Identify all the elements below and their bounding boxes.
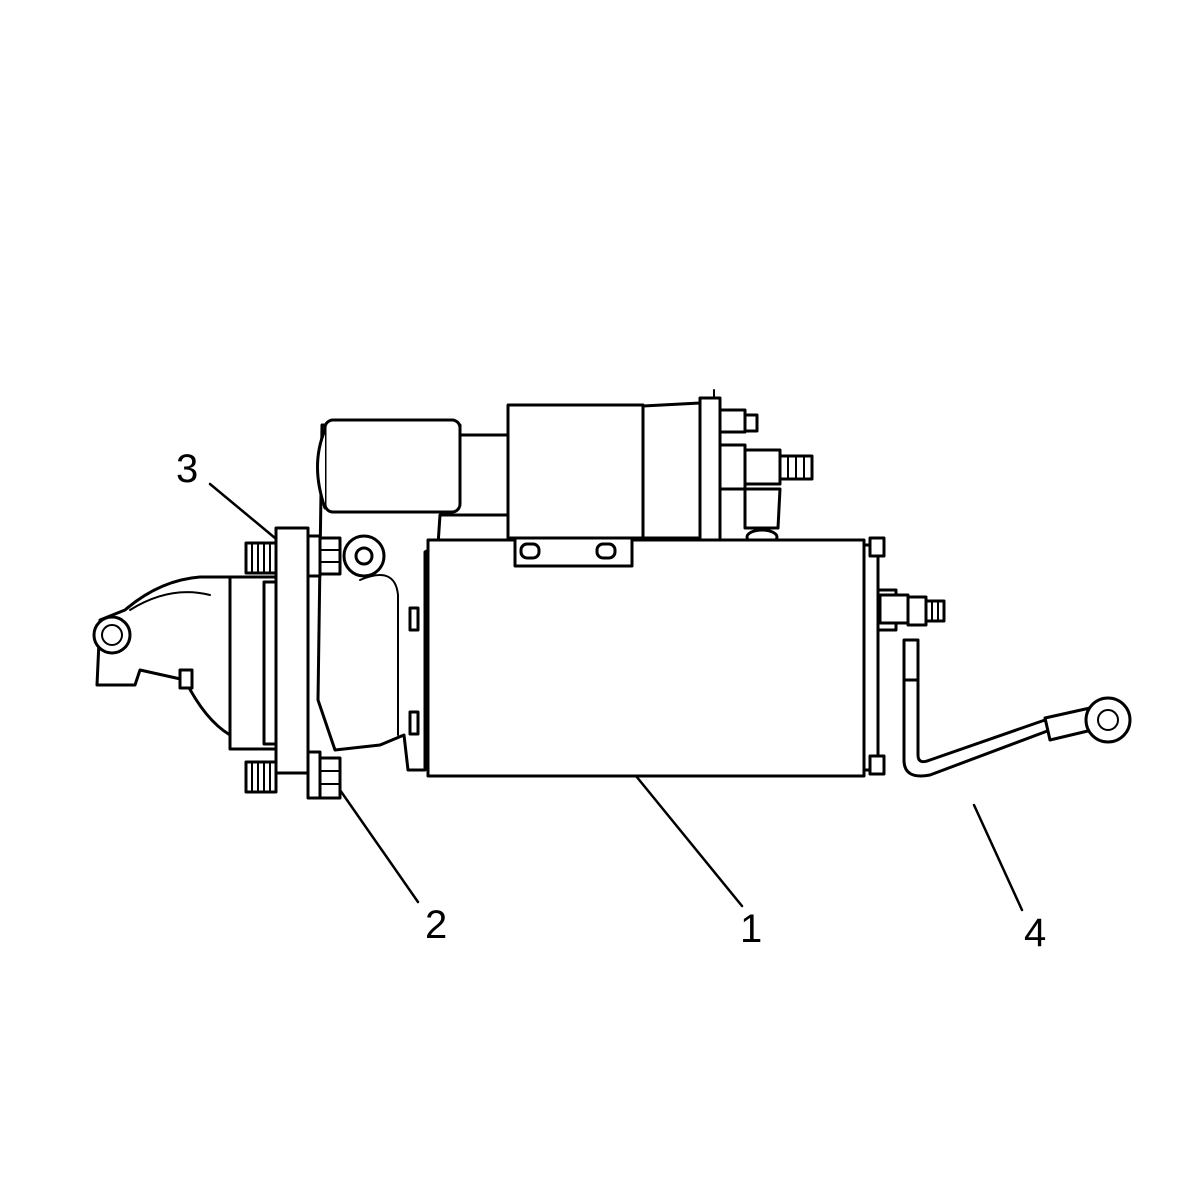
- callout-2: 2: [425, 903, 447, 947]
- leader-1: [634, 774, 744, 908]
- leader-3: [208, 482, 277, 540]
- solenoid: [506, 389, 814, 546]
- ground-cable: [902, 638, 1132, 778]
- callout-4: 4: [1024, 911, 1046, 955]
- drive-housing: [92, 526, 310, 775]
- callout-3: 3: [176, 447, 198, 491]
- leader-2: [338, 788, 420, 904]
- nose-housing: [316, 418, 510, 772]
- mounting-bolts: [244, 534, 342, 800]
- motor-body: [426, 536, 898, 778]
- terminal-stud: [878, 593, 946, 627]
- callout-1: 1: [740, 907, 762, 951]
- callouts: 1 2 3 4: [176, 447, 1046, 955]
- leader-4: [972, 803, 1024, 912]
- leader-lines: [208, 482, 1024, 912]
